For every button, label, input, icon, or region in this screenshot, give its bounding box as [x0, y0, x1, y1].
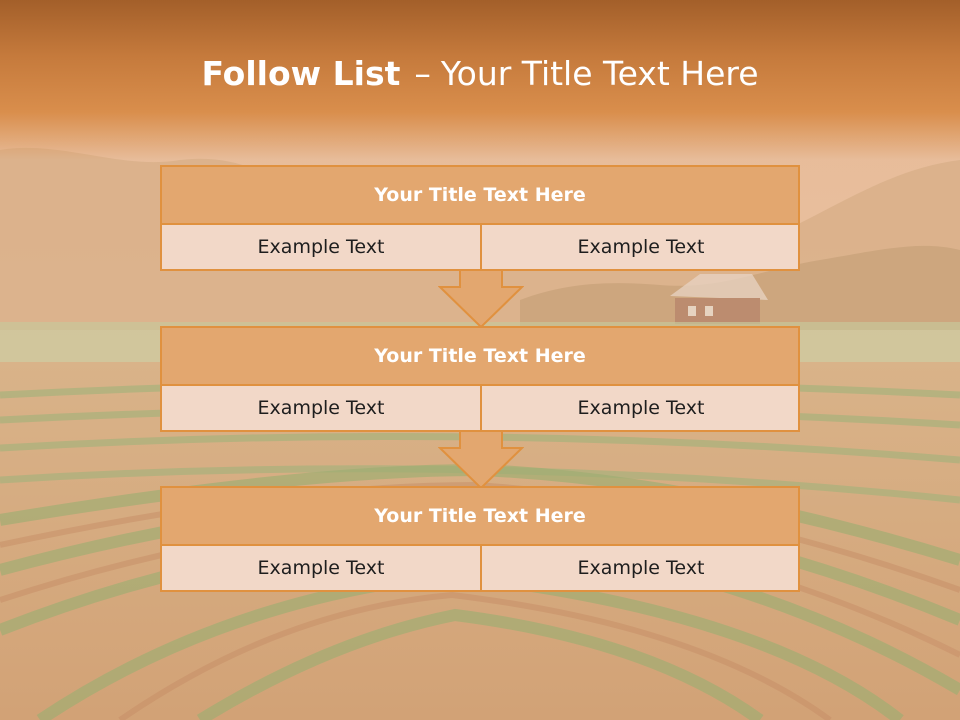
step-cell-left: Example Text [162, 546, 482, 590]
slide-title: Follow List–Your Title Text Here [0, 54, 960, 93]
step-cell-left: Example Text [162, 386, 482, 430]
title-rest: Your Title Text Here [440, 54, 759, 93]
step-title: Your Title Text Here [162, 328, 798, 386]
title-dash: – [414, 54, 431, 93]
down-arrow-icon [438, 269, 524, 329]
step-title: Your Title Text Here [162, 167, 798, 225]
step-cell-right: Example Text [577, 236, 705, 258]
step-cell-right: Example Text [577, 397, 705, 419]
step-cell-right: Example Text [577, 557, 705, 579]
title-band [0, 0, 960, 160]
title-bold: Follow List [201, 54, 401, 93]
step-box-1: Your Title Text Here Example Text Exampl… [160, 165, 800, 271]
step-box-2: Your Title Text Here Example Text Exampl… [160, 326, 800, 432]
step-cell-left: Example Text [162, 225, 482, 269]
down-arrow-icon [438, 430, 524, 490]
step-box-3: Your Title Text Here Example Text Exampl… [160, 486, 800, 592]
step-title: Your Title Text Here [162, 488, 798, 546]
